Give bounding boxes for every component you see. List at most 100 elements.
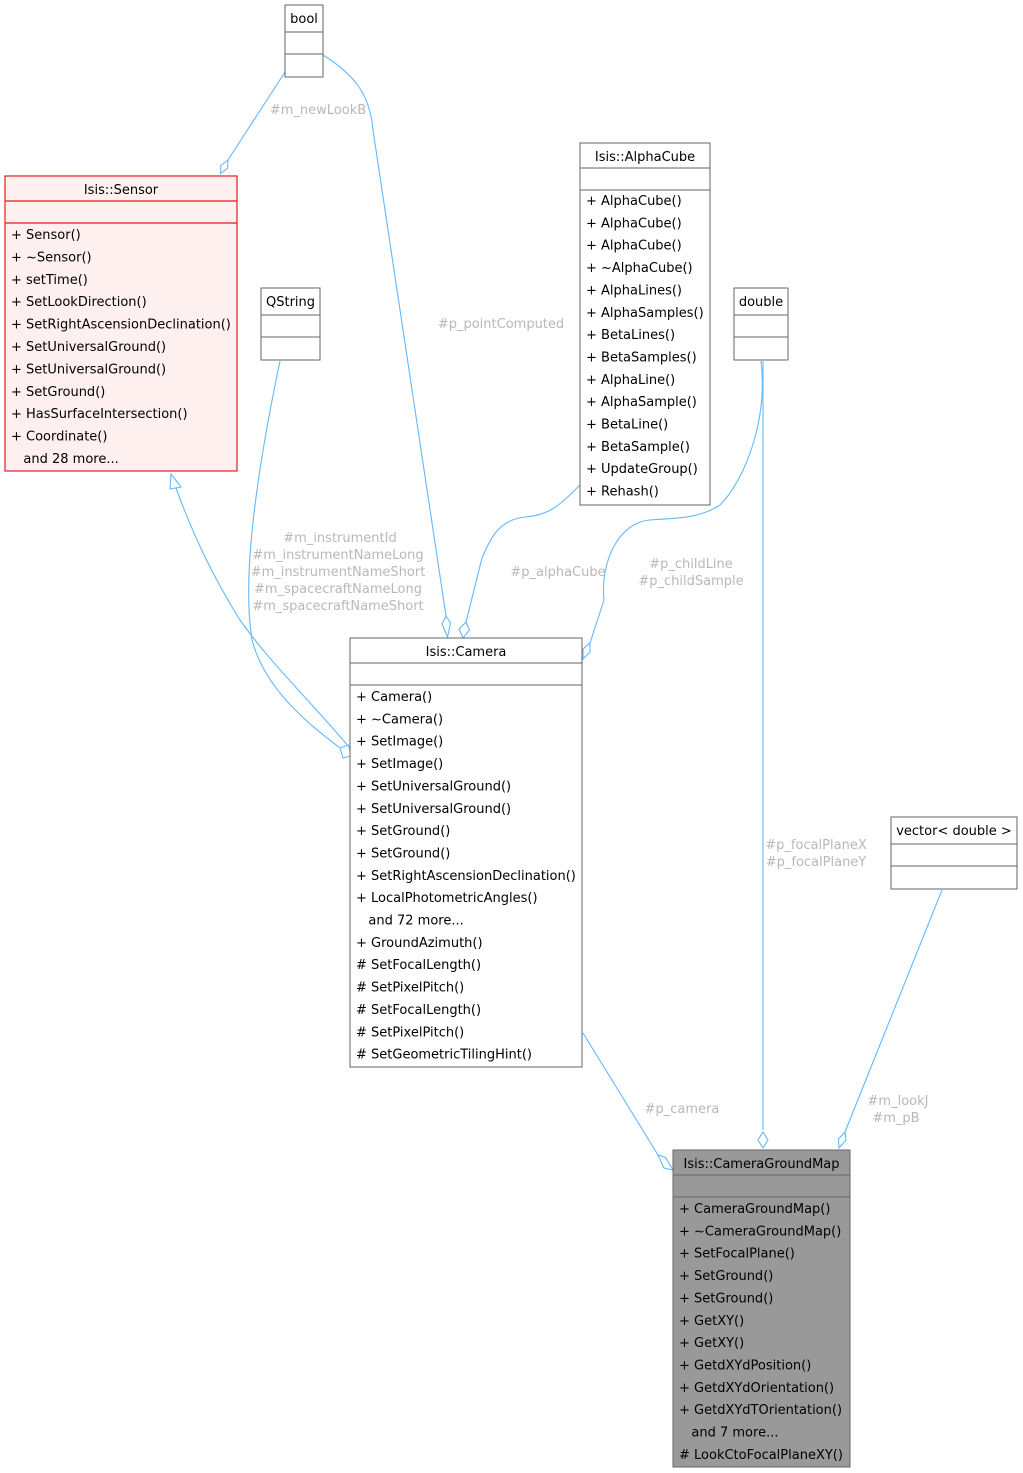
camera-member[interactable]: and 72 more... [356, 914, 464, 929]
alphacube-member[interactable]: + BetaSample() [586, 440, 690, 455]
node-title-double: double [739, 295, 783, 310]
edge-label-bool-sensor: #m_newLookB [270, 103, 366, 118]
edge-label-qstring-camera-1: #m_instrumentId [283, 531, 396, 546]
edge-bool-sensor [227, 71, 286, 161]
camera-member[interactable]: + Camera() [356, 690, 432, 705]
sensor-member[interactable]: + SetUniversalGround() [11, 362, 166, 377]
cgm-member[interactable]: and 7 more... [679, 1426, 778, 1441]
alphacube-member[interactable]: + AlphaSamples() [586, 306, 704, 321]
camera-member[interactable]: + SetGround() [356, 846, 450, 861]
node-isis-camera[interactable]: Isis::Camera + Camera()+ ~Camera()+ SetI… [349, 637, 583, 1068]
edge-label-qstring-camera-2: #m_instrumentNameLong [252, 548, 423, 563]
camera-member[interactable]: # SetFocalLength() [356, 958, 481, 973]
sensor-member[interactable]: and 28 more... [11, 452, 119, 467]
alphacube-member[interactable]: + ~AlphaCube() [586, 261, 693, 276]
edge-label-bool-camera: #p_pointComputed [438, 317, 564, 332]
node-isis-cameragroundmap[interactable]: Isis::CameraGroundMap + CameraGroundMap(… [672, 1149, 851, 1468]
aggregation-diamond-qstring-camera [339, 744, 352, 759]
sensor-member[interactable]: + SetUniversalGround() [11, 340, 166, 355]
node-title-alphacube: Isis::AlphaCube [595, 150, 695, 165]
camera-member[interactable]: # SetPixelPitch() [356, 981, 464, 996]
sensor-member[interactable]: + HasSurfaceIntersection() [11, 407, 188, 422]
edge-alphacube-camera [465, 484, 581, 623]
node-isis-sensor[interactable]: Isis::Sensor + Sensor()+ ~Sensor()+ setT… [4, 175, 238, 472]
sensor-member[interactable]: + ~Sensor() [11, 250, 92, 265]
camera-member[interactable]: # SetGeometricTilingHint() [356, 1048, 532, 1063]
alphacube-member-list: + AlphaCube() + AlphaCube() + AlphaCube() +… [586, 194, 704, 500]
node-title-camera: Isis::Camera [426, 645, 507, 660]
aggregation-diamond-double-camera [582, 641, 591, 661]
edge-label-vector-cgm-2: #m_pB [872, 1111, 919, 1126]
camera-member[interactable]: + LocalPhotometricAngles() [356, 891, 538, 906]
edges: #m_newLookB #p_pointComputed #m_instrume… [169, 54, 943, 1171]
alphacube-member[interactable]: + BetaLine() [586, 418, 668, 433]
camera-member[interactable]: + SetImage() [356, 757, 443, 772]
sensor-member[interactable]: + Sensor() [11, 228, 81, 243]
camera-member[interactable]: + SetUniversalGround() [356, 802, 511, 817]
sensor-member-list: + Sensor() + ~Sensor() + setTime() + SetLoo… [11, 228, 231, 467]
alphacube-member[interactable]: + Rehash() [586, 485, 659, 500]
aggregation-diamond-double-cgm [757, 1130, 769, 1150]
aggregation-diamond-bool-camera [441, 614, 452, 639]
alphacube-member[interactable]: + AlphaCube() [586, 194, 682, 209]
cgm-member[interactable]: + SetGround() [679, 1269, 773, 1284]
sensor-member[interactable]: + setTime() [11, 273, 88, 288]
cgm-member[interactable]: + GetXY() [679, 1314, 744, 1329]
alphacube-member[interactable]: + AlphaLine() [586, 373, 675, 388]
camera-member[interactable]: + SetRightAscensionDeclination() [356, 869, 576, 884]
edge-label-qstring-camera-3: #m_instrumentNameShort [251, 565, 426, 580]
cgm-member[interactable]: + ~CameraGroundMap() [679, 1224, 841, 1239]
cgm-member[interactable]: + CameraGroundMap() [679, 1202, 830, 1217]
edge-label-qstring-camera-5: #m_spacecraftNameShort [252, 599, 423, 614]
node-double[interactable]: double [733, 287, 789, 361]
edge-label-alphacube-camera: #p_alphaCube [510, 565, 605, 580]
sensor-member[interactable]: + SetGround() [11, 385, 105, 400]
edge-double-camera [589, 360, 763, 644]
cgm-member[interactable]: + SetGround() [679, 1291, 773, 1306]
cameragroundmap-member-list: + CameraGroundMap() + ~CameraGroundMap() +… [679, 1202, 843, 1463]
alphacube-member[interactable]: + AlphaLines() [586, 283, 682, 298]
alphacube-member[interactable]: + UpdateGroup() [586, 462, 698, 477]
alphacube-member[interactable]: + BetaLines() [586, 328, 675, 343]
camera-member[interactable]: # SetFocalLength() [356, 1003, 481, 1018]
cgm-member[interactable]: + GetdXYdOrientation() [679, 1381, 834, 1396]
node-vector-double[interactable]: vector< double > [890, 816, 1018, 890]
edge-camera-sensor-inheritance [175, 487, 351, 749]
node-qstring[interactable]: QString [260, 287, 321, 361]
camera-member[interactable]: # SetPixelPitch() [356, 1025, 464, 1040]
camera-member[interactable]: + ~Camera() [356, 712, 443, 727]
cgm-member[interactable]: + GetdXYdPosition() [679, 1358, 811, 1373]
node-title-sensor: Isis::Sensor [84, 183, 159, 198]
camera-member[interactable]: + SetUniversalGround() [356, 779, 511, 794]
edge-bool-camera [322, 54, 447, 617]
cgm-member[interactable]: + SetFocalPlane() [679, 1247, 795, 1262]
camera-member[interactable]: + SetImage() [356, 735, 443, 750]
sensor-member[interactable]: + Coordinate() [11, 430, 107, 445]
aggregation-diamond-vector-cgm [837, 1130, 847, 1150]
edge-camera-cgm [582, 1032, 659, 1156]
node-isis-alphacube[interactable]: Isis::AlphaCube + AlphaCube()+ AlphaCube… [579, 142, 711, 506]
edge-label-double-cgm-1: #p_focalPlaneX [765, 838, 867, 853]
edge-label-double-camera-1: #p_childLine [649, 557, 733, 572]
cgm-member[interactable]: + GetXY() [679, 1336, 744, 1351]
sensor-member[interactable]: + SetLookDirection() [11, 295, 147, 310]
alphacube-member[interactable]: + AlphaCube() [586, 216, 682, 231]
camera-member-list: + Camera() + ~Camera() + SetImage() + SetIm… [356, 690, 576, 1063]
aggregation-diamond-alphacube-camera [458, 621, 471, 640]
node-title-vector-double: vector< double > [896, 824, 1012, 839]
edge-label-vector-cgm-1: #m_lookJ [868, 1094, 929, 1109]
sensor-member[interactable]: + SetRightAscensionDeclination() [11, 318, 231, 333]
edge-label-qstring-camera-4: #m_spacecraftNameLong [254, 582, 422, 597]
camera-member[interactable]: + SetGround() [356, 824, 450, 839]
alphacube-member[interactable]: + AlphaSample() [586, 395, 697, 410]
aggregation-diamond-bool-sensor [219, 158, 229, 175]
cgm-member[interactable]: + GetdXYdTOrientation() [679, 1403, 842, 1418]
alphacube-member[interactable]: + BetaSamples() [586, 350, 697, 365]
alphacube-member[interactable]: + AlphaCube() [586, 239, 682, 254]
camera-member[interactable]: + GroundAzimuth() [356, 936, 483, 951]
node-title-cameragroundmap: Isis::CameraGroundMap [683, 1157, 839, 1172]
node-bool[interactable]: bool [284, 4, 324, 78]
edge-vector-cgm [844, 889, 943, 1133]
cgm-member[interactable]: # LookCtoFocalPlaneXY() [679, 1448, 843, 1463]
